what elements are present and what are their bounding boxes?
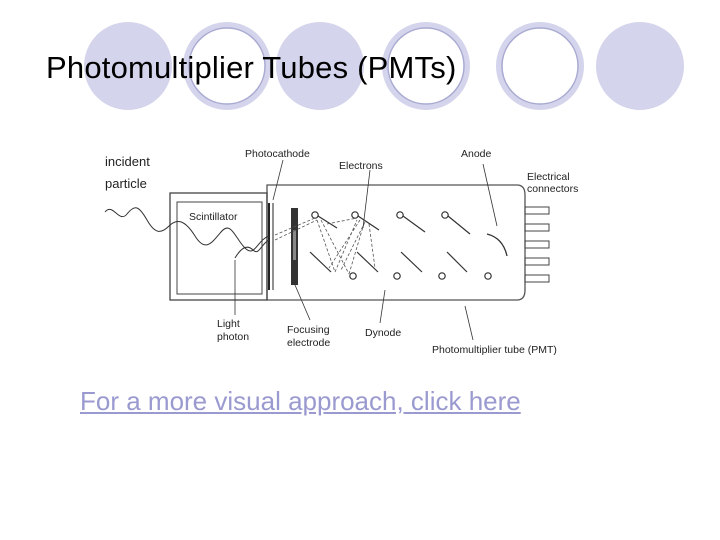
deco-circle-6 [596,22,684,110]
dynode-lower-row [309,251,492,280]
label-connectors-line2: connectors [527,183,578,195]
label-photocathode: Photocathode [245,148,310,160]
deco-ring-3 [501,27,579,105]
deco-ring-1 [188,27,266,105]
slide-title: Photomultiplier Tubes (PMTs) [46,50,457,85]
label-scintillator: Scintillator [189,211,238,223]
scintillator-outer [169,192,268,301]
label-light-line1: Light [217,318,240,330]
deco-ring-2 [387,27,465,105]
electrical-connectors [524,206,550,283]
label-connectors-line1: Electrical [527,171,570,183]
visual-approach-link[interactable]: For a more visual approach, click here [80,386,521,416]
label-focusing-line1: Focusing [287,324,330,336]
deco-circle-3 [276,22,364,110]
label-dynode: Dynode [365,327,401,339]
anode [486,233,508,257]
label-incident-line2: particle [105,176,147,191]
pmt-diagram: incident particle Photocathode Electrons… [104,148,578,356]
incident-particle-path [104,207,270,252]
leader-lines [234,159,498,341]
light-photon-path [234,239,270,259]
label-focusing-line2: electrode [287,337,330,349]
label-anode: Anode [461,148,492,160]
label-light-line2: photon [217,331,249,343]
electron-paths [274,217,376,275]
label-pmt: Photomultiplier tube (PMT) [432,344,557,356]
pmt-tube [266,184,526,301]
label-electrons: Electrons [339,160,383,172]
decorative-circles [84,22,684,110]
deco-circle-1 [84,22,172,110]
dynode-upper-row [311,211,471,235]
label-incident-line1: incident [105,154,150,169]
scintillator-inner [176,201,263,295]
